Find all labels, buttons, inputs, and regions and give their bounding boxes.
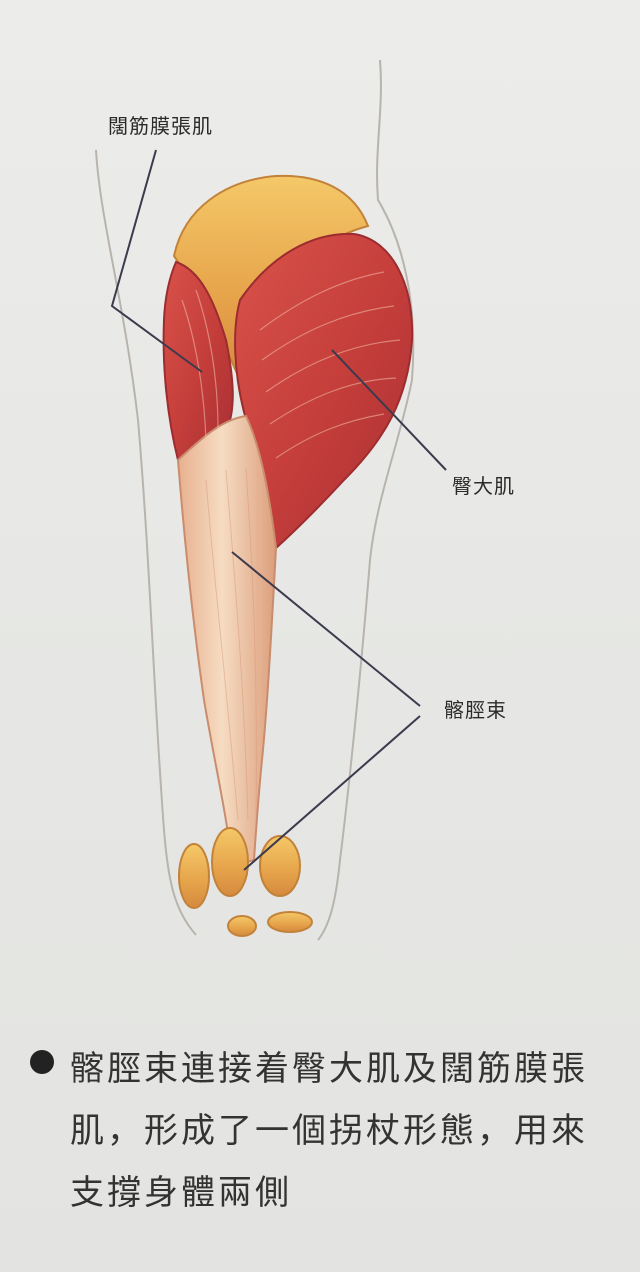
knee-bones <box>178 827 313 937</box>
iliotibial-band-shape <box>176 414 278 868</box>
label-gluteus-maximus: 臀大肌 <box>452 474 515 498</box>
leader-line-tensor-fasciae-latae <box>110 149 203 373</box>
leader-line-iliotibial-band-lower <box>243 715 421 871</box>
bullet-dot <box>30 1050 54 1074</box>
thigh-anatomy-illustration <box>95 59 447 941</box>
fascia-fibre-strokes <box>205 467 257 821</box>
label-iliotibial-band: 髂脛束 <box>444 698 507 722</box>
label-tensor-fasciae-latae: 闊筋膜張肌 <box>108 114 213 138</box>
leader-line-gluteus-maximus <box>331 349 447 471</box>
muscle-fibre-strokes <box>181 271 401 459</box>
gluteus-maximus-shape <box>234 232 414 550</box>
caption-text: 髂脛束連接着臀大肌及闊筋膜張肌，形成了一個拐杖形態，用來支撐身體兩側 <box>70 1049 588 1213</box>
body-outline <box>95 59 415 941</box>
leader-line-iliotibial-band-upper <box>231 551 421 707</box>
leader-lines <box>110 149 447 871</box>
